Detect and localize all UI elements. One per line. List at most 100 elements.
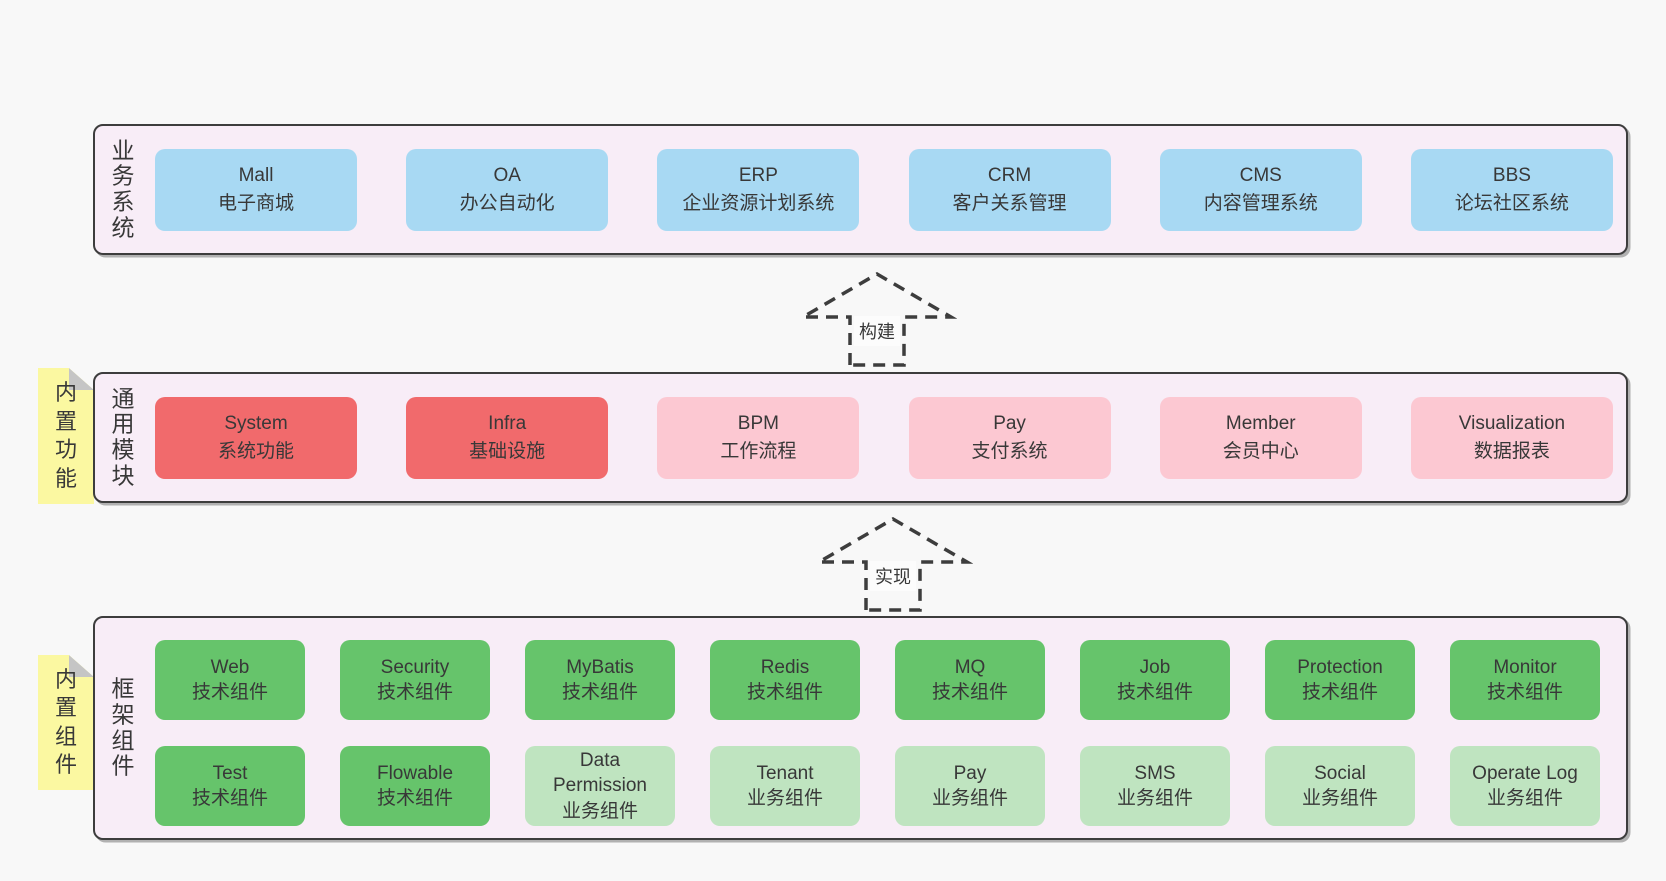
box-infra: Infra 基础设施 — [406, 396, 609, 479]
arrow-implement: 实现 — [813, 515, 973, 613]
box-name: SMS — [1134, 762, 1176, 784]
box-name: Visualization — [1458, 412, 1566, 434]
box-tenant: Tenant 业务组件 — [710, 746, 860, 826]
box-desc: 技术组件 — [376, 682, 453, 703]
box-web: Web 技术组件 — [155, 640, 305, 720]
band-business-systems: 业务系统 Mall 电子商城 OA 办公自动化 ERP 企业资源计划系统 CRM… — [93, 124, 1628, 255]
box-desc: 内容管理系统 — [1203, 192, 1318, 214]
box-test: Test 技术组件 — [155, 746, 305, 826]
band-label: 框架组件 — [111, 675, 135, 779]
band-label: 通用模块 — [111, 385, 135, 489]
box-name: Test — [212, 762, 248, 784]
modules-box-row: System 系统功能 Infra 基础设施 BPM 工作流程 Pay 支付系统… — [155, 396, 1613, 479]
box-job: Job 技术组件 — [1080, 640, 1230, 720]
box-name: BBS — [1492, 164, 1531, 186]
box-desc: 业务组件 — [1301, 788, 1378, 809]
box-desc: 业务组件 — [1116, 788, 1193, 809]
box-desc: 数据报表 — [1473, 440, 1550, 462]
box-mq: MQ 技术组件 — [895, 640, 1045, 720]
box-desc: 会员中心 — [1222, 440, 1299, 462]
box-name: Monitor — [1493, 656, 1557, 678]
box-bpm: BPM 工作流程 — [657, 396, 860, 479]
box-desc: 技术组件 — [1116, 682, 1193, 703]
box-name: Data Permission — [553, 750, 647, 797]
box-name: Pay — [993, 412, 1026, 434]
components-row-tech: Web 技术组件 Security 技术组件 MyBatis 技术组件 Redi… — [155, 640, 1600, 720]
box-name: OA — [493, 164, 521, 186]
box-name: Web — [210, 656, 250, 678]
box-pay-biz: Pay 业务组件 — [895, 746, 1045, 826]
box-name: Member — [1225, 412, 1296, 434]
box-desc: 业务组件 — [931, 788, 1008, 809]
box-desc: 业务组件 — [561, 800, 638, 822]
box-data-permission: Data Permission 业务组件 — [525, 746, 675, 826]
box-name: CRM — [987, 164, 1032, 186]
box-desc: 业务组件 — [1486, 788, 1563, 809]
box-flowable: Flowable 技术组件 — [340, 746, 490, 826]
box-name: Operate Log — [1472, 762, 1578, 784]
box-desc: 支付系统 — [971, 440, 1048, 462]
box-redis: Redis 技术组件 — [710, 640, 860, 720]
box-desc: 电子商城 — [217, 192, 294, 214]
box-name: MQ — [954, 656, 986, 678]
band-label: 业务系统 — [111, 137, 135, 241]
box-crm: CRM 客户关系管理 — [908, 148, 1111, 231]
box-name: Protection — [1297, 656, 1383, 678]
box-member: Member 会员中心 — [1159, 396, 1362, 479]
box-desc: 业务组件 — [746, 788, 823, 809]
box-desc: 工作流程 — [720, 440, 797, 462]
box-desc: 技术组件 — [191, 788, 268, 809]
box-desc: 论坛社区系统 — [1454, 192, 1569, 214]
box-name: MyBatis — [566, 656, 634, 678]
box-desc: 企业资源计划系统 — [682, 192, 835, 214]
box-name: Tenant — [756, 762, 814, 784]
sticky-label: 内置功能 — [54, 379, 77, 491]
business-box-row: Mall 电子商城 OA 办公自动化 ERP 企业资源计划系统 CRM 客户关系… — [155, 148, 1613, 231]
box-cms: CMS 内容管理系统 — [1159, 148, 1362, 231]
box-desc: 系统功能 — [217, 440, 294, 462]
box-name: BPM — [737, 412, 779, 434]
box-desc: 技术组件 — [1486, 682, 1563, 703]
box-desc: 办公自动化 — [459, 192, 555, 214]
box-security: Security 技术组件 — [340, 640, 490, 720]
box-protection: Protection 技术组件 — [1265, 640, 1415, 720]
box-desc: 客户关系管理 — [952, 192, 1067, 214]
components-row-biz: Test 技术组件 Flowable 技术组件 Data Permission … — [155, 746, 1600, 826]
box-visualization: Visualization 数据报表 — [1410, 396, 1613, 479]
box-name: Mall — [238, 164, 274, 186]
sticky-label: 内置组件 — [54, 666, 77, 778]
box-name: ERP — [738, 164, 778, 186]
sticky-note-builtin-features: 内置功能 — [38, 368, 94, 504]
box-name: System — [224, 412, 288, 434]
box-erp: ERP 企业资源计划系统 — [657, 148, 860, 231]
arrow-label: 实现 — [870, 561, 916, 591]
sticky-note-builtin-components: 内置组件 — [38, 655, 94, 790]
dashed-up-arrow-icon — [797, 271, 957, 367]
box-mybatis: MyBatis 技术组件 — [525, 640, 675, 720]
box-desc: 技术组件 — [376, 788, 453, 809]
box-mall: Mall 电子商城 — [155, 148, 357, 231]
box-monitor: Monitor 技术组件 — [1450, 640, 1600, 720]
box-operate-log: Operate Log 业务组件 — [1450, 746, 1600, 826]
box-bbs: BBS 论坛社区系统 — [1410, 148, 1613, 231]
box-name: Security — [380, 656, 450, 678]
box-name: Flowable — [376, 762, 454, 784]
box-desc: 技术组件 — [561, 682, 638, 703]
box-name: Infra — [488, 412, 527, 434]
box-name: Pay — [953, 762, 987, 784]
box-name: Redis — [760, 656, 810, 678]
box-system: System 系统功能 — [155, 396, 357, 479]
arrow-label: 构建 — [854, 316, 900, 346]
box-name: CMS — [1239, 164, 1282, 186]
box-name: Job — [1139, 656, 1171, 678]
box-name: Social — [1314, 762, 1366, 784]
box-desc: 技术组件 — [191, 682, 268, 703]
box-oa: OA 办公自动化 — [406, 148, 609, 231]
box-desc: 技术组件 — [746, 682, 823, 703]
box-desc: 基础设施 — [469, 440, 546, 462]
band-framework-components: 框架组件 Web 技术组件 Security 技术组件 MyBatis 技术组件… — [93, 616, 1628, 840]
arrow-build: 构建 — [797, 270, 957, 368]
dashed-up-arrow-icon — [813, 516, 973, 612]
box-sms: SMS 业务组件 — [1080, 746, 1230, 826]
